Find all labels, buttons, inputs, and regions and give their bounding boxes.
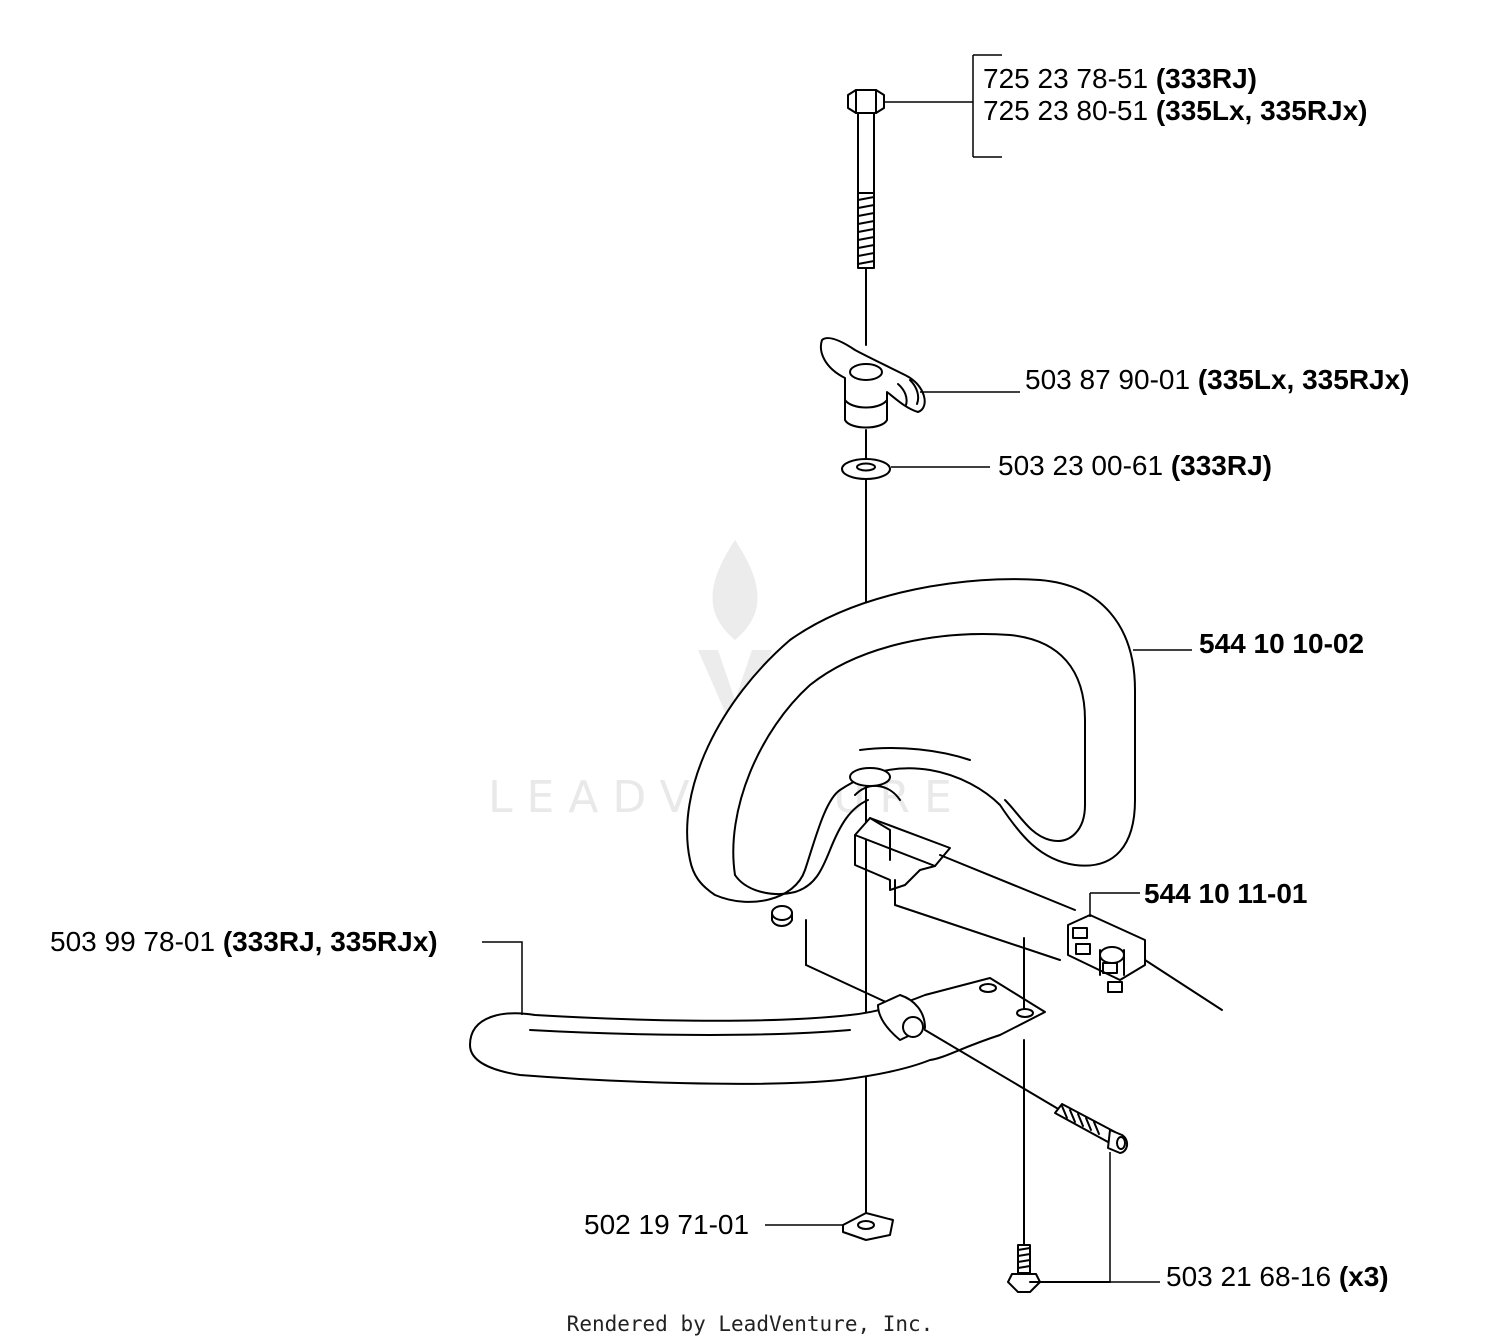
bracket-leader-top xyxy=(972,54,1002,158)
model-tag: (333RJ, 335RJx) xyxy=(222,926,438,957)
model-tag: (333RJ) xyxy=(1155,63,1257,94)
part-number: 725 23 78-51 xyxy=(983,63,1149,94)
callout-front-handle[interactable]: 544 10 10-02 xyxy=(1199,628,1364,660)
part-number: 725 23 80-51 xyxy=(983,95,1149,126)
leader-clip xyxy=(1089,892,1140,917)
handle-bracket-icon xyxy=(854,817,1076,961)
part-number: 544 10 11-01 xyxy=(1144,878,1308,909)
leader-barrier xyxy=(482,941,523,1015)
screw-icon xyxy=(924,1029,1128,1154)
bolt-icon xyxy=(847,89,885,269)
pin-icon xyxy=(771,905,889,1004)
wing-knob-icon xyxy=(820,337,926,429)
callout-square-nut[interactable]: 502 19 71-01 xyxy=(584,1209,749,1241)
front-handle-icon xyxy=(686,578,1136,903)
callout-bolt-333rj[interactable]: 725 23 78-51 (333RJ) xyxy=(983,63,1257,95)
leader-screws xyxy=(1109,1152,1160,1283)
part-number: 544 10 10-02 xyxy=(1199,628,1365,659)
part-number: 503 21 68-16 xyxy=(1166,1261,1332,1292)
vertical-screw-icon xyxy=(1007,1039,1111,1293)
footer-credit: Rendered by LeadVenture, Inc. xyxy=(566,1312,934,1336)
part-number: 503 99 78-01 xyxy=(50,926,216,957)
model-tag: (335Lx, 335RJx) xyxy=(1197,364,1410,395)
watermark-logo xyxy=(698,540,772,735)
callout-washer[interactable]: 503 23 00-61 (333RJ) xyxy=(998,450,1272,482)
model-tag: (333RJ) xyxy=(1170,450,1272,481)
callout-wing-knob[interactable]: 503 87 90-01 (335Lx, 335RJx) xyxy=(1025,364,1410,396)
part-number: 503 87 90-01 xyxy=(1025,364,1191,395)
callout-bolt-335[interactable]: 725 23 80-51 (335Lx, 335RJx) xyxy=(983,95,1368,127)
square-nut-icon xyxy=(842,1212,894,1241)
model-tag: (x3) xyxy=(1338,1261,1389,1292)
callout-screws[interactable]: 503 21 68-16 (x3) xyxy=(1166,1261,1389,1293)
washer-icon xyxy=(841,458,891,480)
callout-barrier-bar[interactable]: 503 99 78-01 (333RJ, 335RJx) xyxy=(50,926,438,958)
barrier-bar-icon xyxy=(469,937,1046,1085)
part-number: 503 23 00-61 xyxy=(998,450,1164,481)
clip-icon xyxy=(1067,914,1223,1011)
part-number: 502 19 71-01 xyxy=(584,1209,750,1240)
callout-clip[interactable]: 544 10 11-01 xyxy=(1144,878,1308,910)
model-tag: (335Lx, 335RJx) xyxy=(1155,95,1368,126)
